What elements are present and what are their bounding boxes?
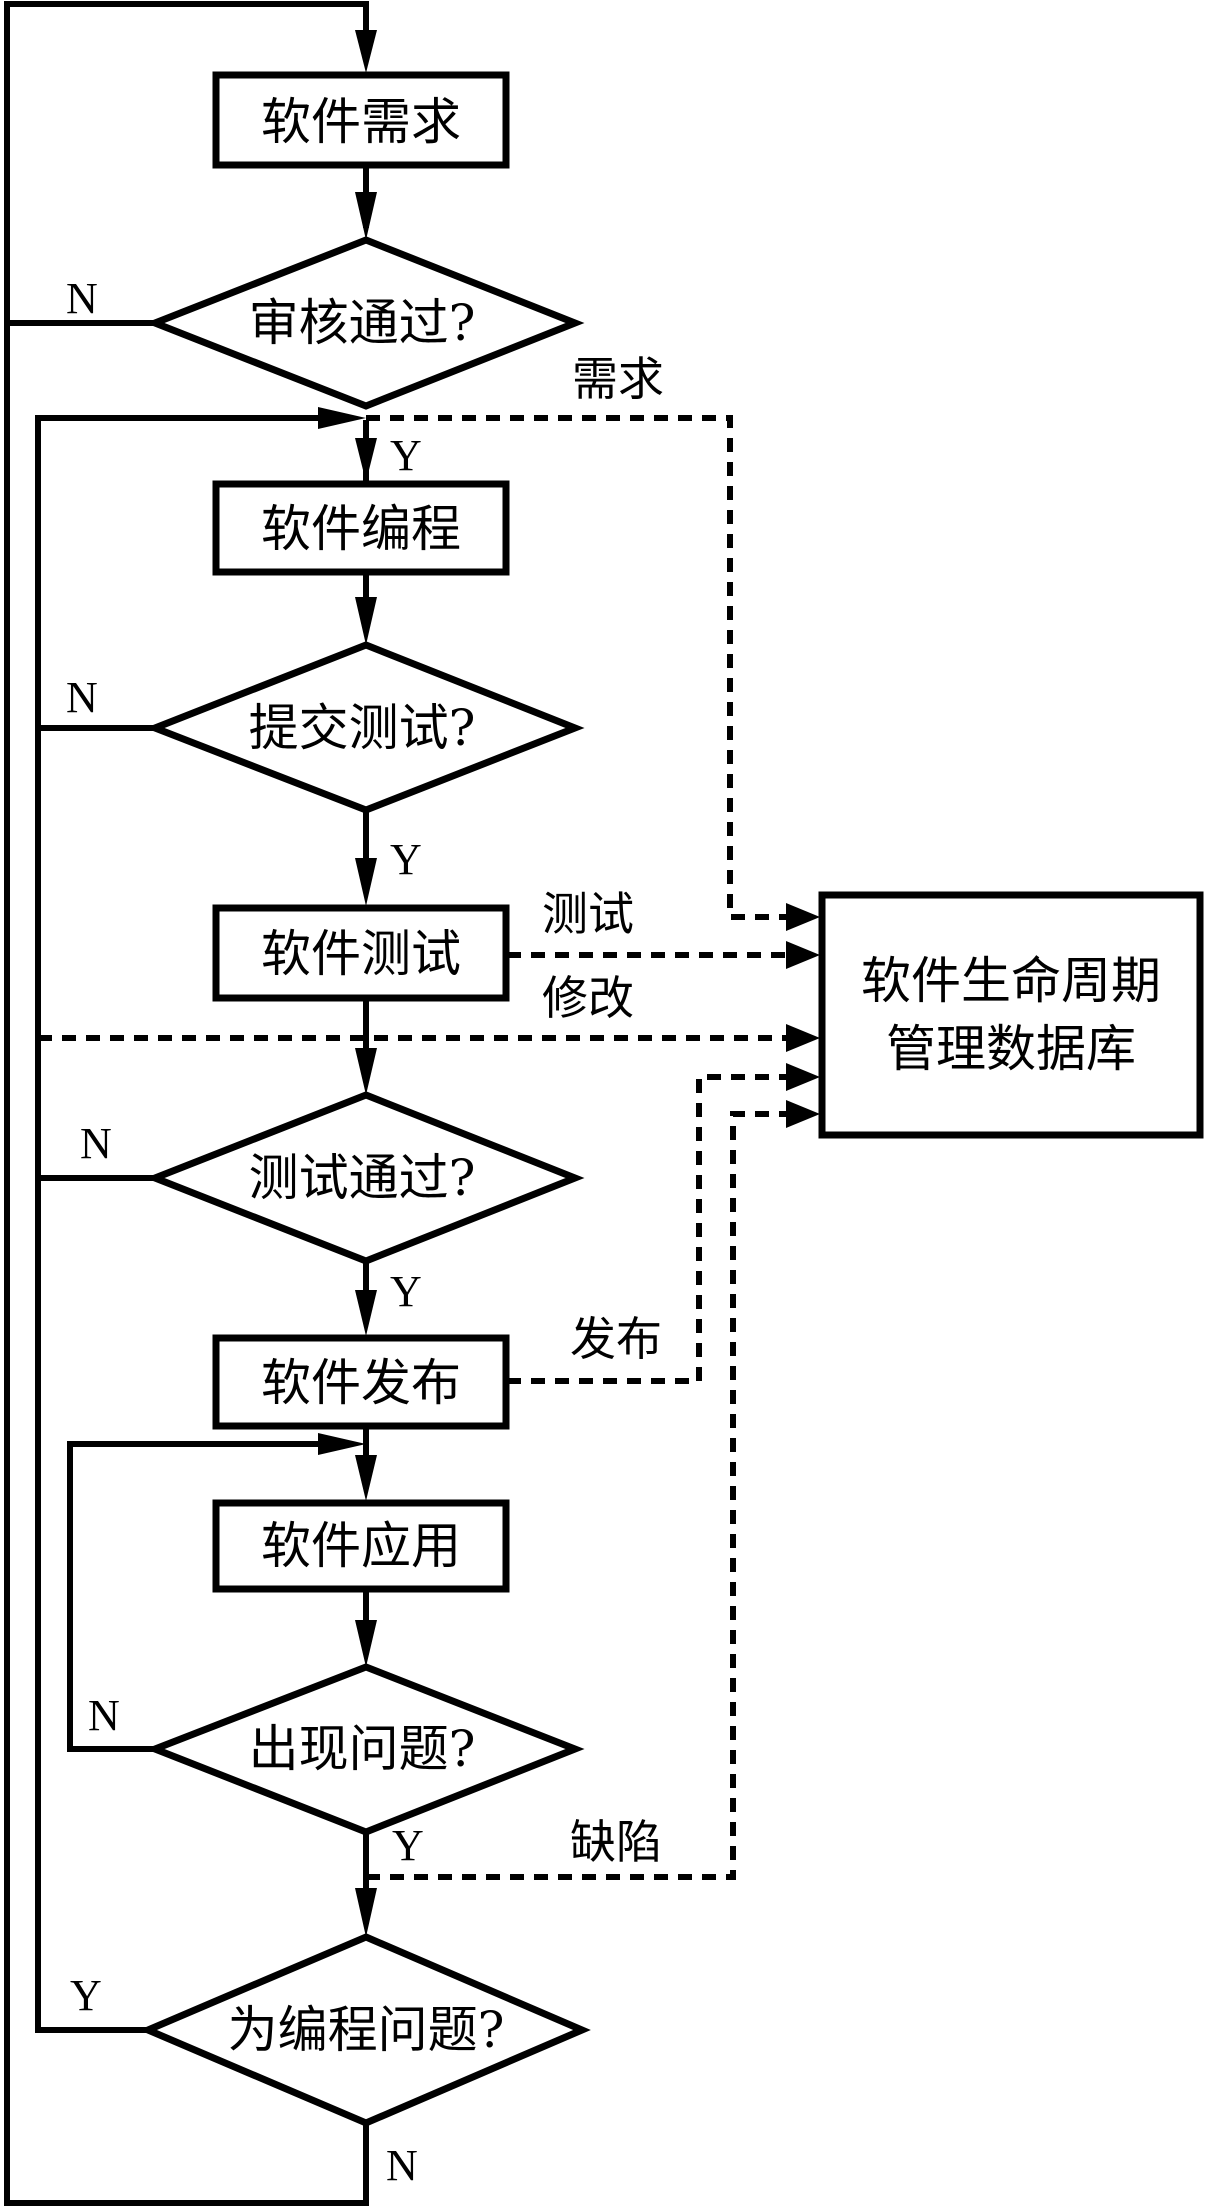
dashed-connectors [38, 415, 790, 1880]
arrowhead-icon [318, 407, 366, 429]
branch-label: Y [70, 1971, 102, 2020]
edge-problem-no-loop [67, 1441, 330, 1752]
branch-label: N [66, 274, 98, 323]
branch-label: N [386, 2141, 418, 2190]
arrowhead-icon [355, 858, 377, 906]
node-review-passed: 审核通过? [145, 236, 585, 410]
flow-requirements [366, 415, 790, 920]
branch-label: N [66, 673, 98, 722]
branch-label: N [88, 1691, 120, 1740]
node-label: 软件编程 [261, 500, 461, 558]
branch-labels: N Y N Y N Y N Y Y N [66, 274, 424, 2190]
node-label: 软件需求 [261, 93, 461, 151]
arrowhead-icon [355, 30, 377, 73]
node-label: 提交测试? [249, 699, 476, 757]
node-programming-problem: 为编程问题? [139, 1933, 591, 2127]
branch-label: Y [392, 1821, 424, 1870]
flow-defect [366, 1111, 790, 1880]
flow-label-modification: 修改 [542, 971, 634, 1025]
node-label: 测试通过? [249, 1149, 476, 1207]
node-release: 软件发布 [212, 1334, 510, 1430]
flow-release [507, 1074, 790, 1384]
node-label: 软件发布 [261, 1354, 461, 1412]
arrowhead-icon [786, 1100, 820, 1128]
arrowhead-icon [786, 1063, 820, 1091]
arrowhead-icon [355, 1290, 377, 1336]
arrowhead-icon [355, 1888, 377, 1937]
branch-label: Y [390, 1267, 422, 1316]
branch-label: N [80, 1119, 112, 1168]
arrowhead-icon [355, 1620, 377, 1667]
arrowhead-icon [355, 438, 377, 482]
arrowheads [318, 30, 377, 1937]
arrowhead-icon [355, 192, 377, 240]
flow-label-requirements: 需求 [572, 352, 664, 406]
node-testing: 软件测试 [212, 904, 510, 1002]
edge-prog-no-loop [4, 1, 369, 2206]
branch-label: Y [390, 431, 422, 480]
node-label: 软件测试 [261, 925, 461, 983]
node-application: 软件应用 [212, 1499, 510, 1593]
node-label: 软件应用 [261, 1517, 461, 1575]
database-label-line2: 管理数据库 [886, 1020, 1136, 1078]
node-label: 审核通过? [249, 294, 476, 352]
flow-labels: 需求 测试 修改 发布 缺陷 [542, 352, 664, 1869]
arrowhead-icon [355, 1455, 377, 1501]
node-submit-test: 提交测试? [145, 641, 585, 814]
node-label: 为编程问题? [228, 2001, 505, 2059]
arrowhead-icon [786, 1024, 820, 1052]
node-programming: 软件编程 [212, 480, 510, 576]
database-label-line1: 软件生命周期 [861, 952, 1161, 1010]
node-problem-occurred: 出现问题? [145, 1663, 585, 1836]
flow-arrowheads [786, 903, 820, 1128]
node-test-passed: 测试通过? [145, 1091, 585, 1265]
branch-label: Y [390, 835, 422, 884]
arrowhead-icon [355, 1048, 377, 1095]
node-label: 出现问题? [249, 1720, 476, 1778]
node-requirements: 软件需求 [212, 71, 510, 169]
node-database: 软件生命周期 管理数据库 [818, 891, 1204, 1139]
arrowhead-icon [355, 597, 377, 645]
flow-label-release: 发布 [570, 1312, 662, 1366]
edge-inner-loop [35, 415, 330, 2033]
arrowhead-icon [786, 903, 820, 931]
flow-label-defect: 缺陷 [570, 1815, 662, 1869]
arrowhead-icon [786, 941, 820, 969]
flow-label-testing: 测试 [542, 887, 634, 941]
arrowhead-icon [318, 1433, 366, 1455]
